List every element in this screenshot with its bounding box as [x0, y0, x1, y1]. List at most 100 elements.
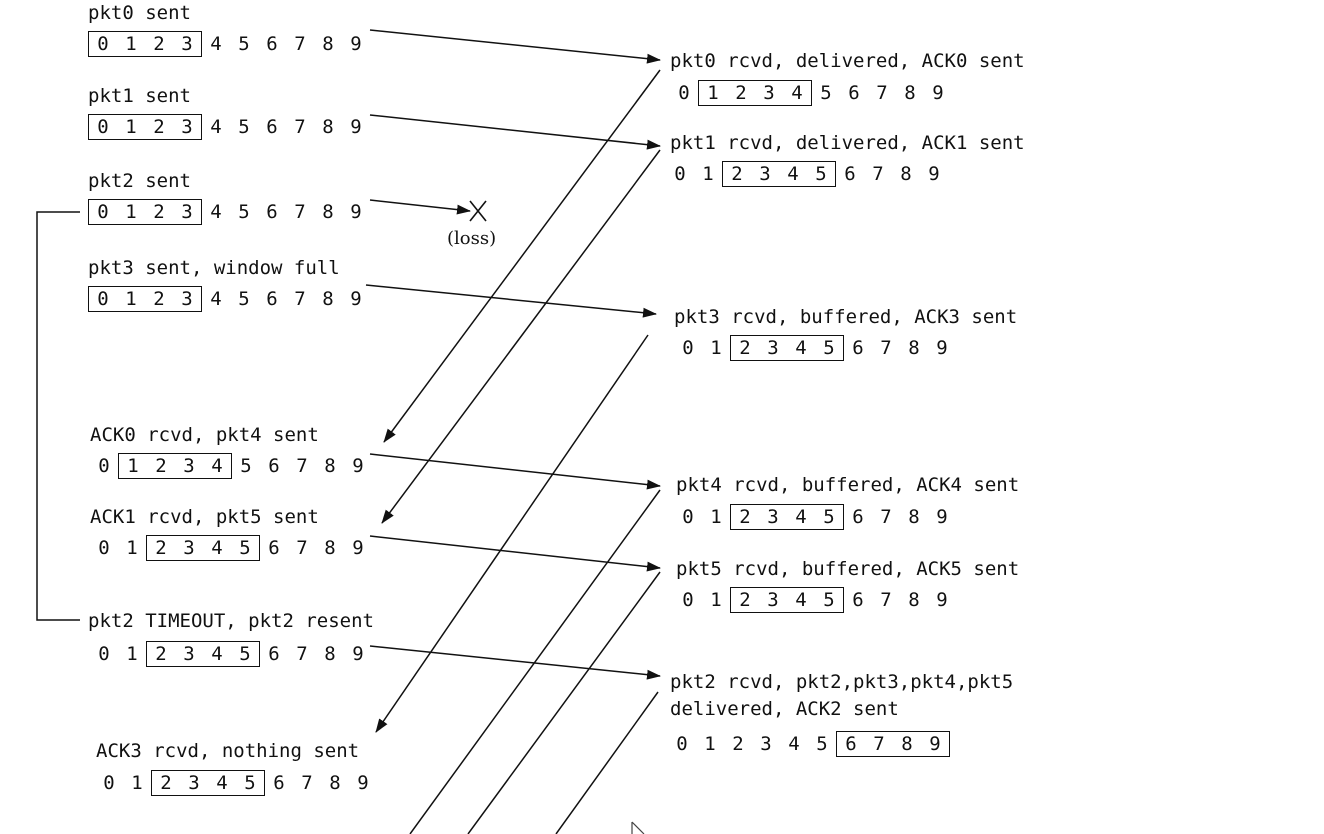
seq-number: 8: [324, 643, 336, 665]
seq-number: 8: [908, 589, 920, 611]
seq-number: 2: [739, 337, 751, 359]
sender-timeout-label: pkt2 TIMEOUT, pkt2 resent: [88, 610, 374, 632]
receiver-pkt0-label: pkt0 rcvd, delivered, ACK0 sent: [670, 50, 1025, 72]
seq-number: 7: [880, 337, 892, 359]
seq-number: 7: [880, 589, 892, 611]
line-ack5: [467, 571, 661, 834]
seq-number: 7: [294, 33, 306, 55]
seq-number: 8: [908, 337, 920, 359]
arrow-pkt3: [365, 284, 657, 318]
sender-pkt3-label: pkt3 sent, window full: [88, 257, 340, 279]
seq-number: 1: [126, 537, 138, 559]
seq-number: 1: [704, 733, 716, 755]
seq-number: 5: [240, 455, 252, 477]
loss-label: (loss): [447, 228, 497, 249]
seq-number: 0: [97, 201, 109, 223]
seq-number: 0: [682, 337, 694, 359]
seq-number: 6: [266, 33, 278, 55]
seq-number: 5: [823, 589, 835, 611]
seq-number: 9: [936, 589, 948, 611]
seq-number: 8: [900, 163, 912, 185]
receiver-pkt3-label: pkt3 rcvd, buffered, ACK3 sent: [674, 306, 1018, 328]
receiver-pkt4-label: pkt4 rcvd, buffered, ACK4 sent: [676, 474, 1020, 496]
seq-number: 8: [322, 33, 334, 55]
seq-number: 6: [268, 455, 280, 477]
cursor-icon: [631, 821, 645, 834]
seq-number: 4: [211, 455, 223, 477]
seq-number: 2: [153, 116, 165, 138]
seq-number: 1: [126, 643, 138, 665]
arrow-pkt4: [369, 453, 661, 490]
seq-number: 8: [901, 733, 913, 755]
seq-number: 4: [795, 589, 807, 611]
seq-number: 0: [98, 537, 110, 559]
seq-number: 7: [294, 116, 306, 138]
sender-pkt1-label: pkt1 sent: [88, 85, 191, 107]
seq-number: 7: [872, 163, 884, 185]
seq-number: 5: [816, 733, 828, 755]
arrow-pkt2-lost: [369, 199, 471, 215]
seq-number: 4: [795, 337, 807, 359]
seq-number: 7: [880, 506, 892, 528]
seq-number: 4: [795, 506, 807, 528]
seq-number: 2: [732, 733, 744, 755]
seq-number: 5: [239, 537, 251, 559]
seq-number: 9: [357, 772, 369, 794]
seq-number: 6: [266, 288, 278, 310]
seq-number: 2: [155, 643, 167, 665]
seq-number: 9: [352, 643, 364, 665]
seq-number: 5: [820, 82, 832, 104]
seq-number: 0: [97, 33, 109, 55]
seq-number: 9: [932, 82, 944, 104]
seq-number: 9: [350, 116, 362, 138]
seq-number: 7: [294, 201, 306, 223]
seq-number: 2: [739, 589, 751, 611]
seq-number: 2: [155, 537, 167, 559]
seq-number: 3: [181, 288, 193, 310]
seq-number: 1: [125, 288, 137, 310]
receiver-pkt2-label-line1: pkt2 rcvd, pkt2,pkt3,pkt4,pkt5: [670, 671, 1014, 693]
seq-number: 3: [183, 643, 195, 665]
seq-number: 9: [928, 163, 940, 185]
seq-number: 6: [268, 537, 280, 559]
seq-number: 2: [155, 455, 167, 477]
receiver-pkt2-label-line2: delivered, ACK2 sent: [670, 698, 899, 720]
seq-number: 9: [352, 455, 364, 477]
seq-number: 5: [238, 201, 250, 223]
seq-number: 1: [125, 33, 137, 55]
seq-number: 1: [702, 163, 714, 185]
seq-number: 9: [350, 288, 362, 310]
seq-number: 6: [852, 337, 864, 359]
seq-number: 3: [767, 589, 779, 611]
seq-number: 2: [739, 506, 751, 528]
seq-number: 4: [216, 772, 228, 794]
seq-number: 6: [273, 772, 285, 794]
seq-number: 3: [183, 455, 195, 477]
receiver-pkt1-label: pkt1 rcvd, delivered, ACK1 sent: [670, 132, 1025, 154]
seq-number: 1: [131, 772, 143, 794]
seq-number: 6: [268, 643, 280, 665]
seq-number: 4: [791, 82, 803, 104]
seq-number: 2: [160, 772, 172, 794]
seq-number: 9: [929, 733, 941, 755]
arrow-pkt2-resent: [369, 645, 661, 680]
seq-number: 5: [244, 772, 256, 794]
seq-number: 6: [845, 733, 857, 755]
arrow-ack1: [381, 149, 661, 524]
seq-number: 3: [181, 116, 193, 138]
seq-number: 5: [823, 506, 835, 528]
seq-number: 6: [266, 201, 278, 223]
sender-ack3-label: ACK3 rcvd, nothing sent: [96, 740, 360, 762]
seq-number: 8: [908, 506, 920, 528]
